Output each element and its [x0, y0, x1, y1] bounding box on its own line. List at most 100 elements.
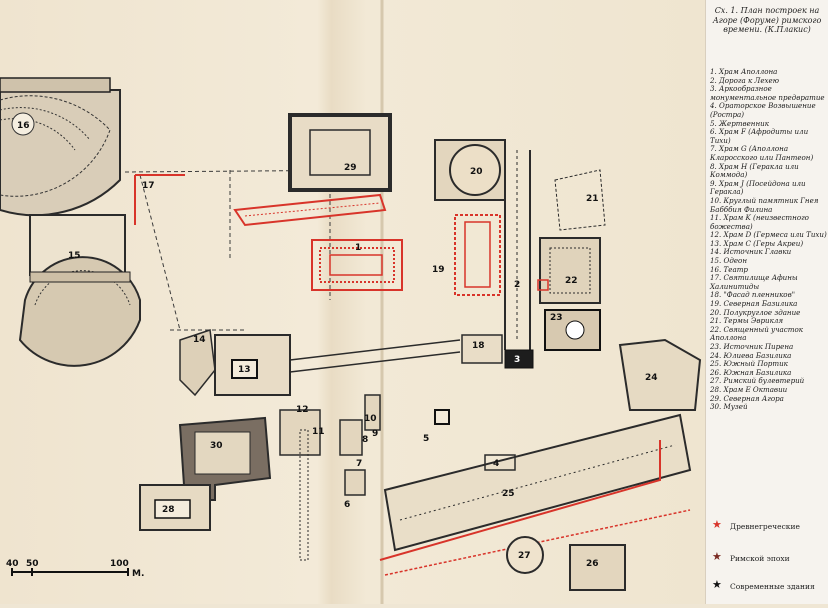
map-label-6: 6: [344, 500, 350, 510]
greek-star-icon: ★: [712, 518, 722, 531]
map-label-20: 20: [470, 167, 483, 177]
glauke-fountain-14[interactable]: [179, 328, 216, 397]
eurykles-baths-21[interactable]: [554, 169, 606, 231]
map-label-26: 26: [586, 559, 599, 569]
legend-item: 15. Одеон: [710, 256, 747, 266]
stoa-red[interactable]: [233, 193, 387, 227]
map-label-5: 5: [423, 434, 429, 444]
map-label-21: 21: [586, 194, 599, 204]
scale-bar: 40 50 100 М.: [6, 559, 144, 579]
legend-item: 5. Жертвенник: [710, 118, 769, 128]
apollo-precinct-22[interactable]: [537, 237, 601, 304]
map-label-18: 18: [472, 341, 485, 351]
north-basilica-19[interactable]: [454, 214, 501, 296]
key-greek-label: Древнегреческие: [730, 522, 800, 531]
map-label-14: 14: [193, 335, 206, 345]
legend-item: 30. Музей: [710, 402, 748, 412]
map-label-11: 11: [312, 427, 325, 437]
map-label-8: 8: [362, 435, 368, 445]
legend-item: 16. Театр: [710, 264, 748, 274]
scale-tick-40: 40: [6, 559, 19, 569]
legend-item: 6. Храм F (Афродиты или Тихи): [710, 127, 809, 145]
roads: [124, 169, 383, 331]
legend-item: 12. Храм D (Гермеса или Тихи): [710, 230, 827, 240]
captives-facade-18[interactable]: [461, 334, 503, 364]
bouleuterion-27[interactable]: [506, 536, 544, 574]
legend-item: 7. Храм G (Аполлона Кларосского или Пант…: [710, 144, 814, 162]
legend-item: 28. Храм E Октавии: [710, 384, 788, 394]
peirene-fountain-23[interactable]: [544, 309, 601, 351]
south-basilica-26[interactable]: [569, 544, 626, 591]
julian-basilica-24[interactable]: [618, 338, 702, 411]
legend-item: 13. Храм C (Геры Акреи): [710, 238, 804, 248]
map-label-10: 10: [364, 414, 377, 424]
key-modern-label: Современные здания: [730, 582, 815, 591]
temple-c-13[interactable]: [214, 334, 291, 396]
map-label-12: 12: [296, 405, 309, 415]
map-label-25: 25: [502, 489, 515, 499]
map-label-7: 7: [356, 459, 362, 469]
temple-e-28[interactable]: [139, 484, 211, 531]
legend-item: 4. Ораторское Возвышение (Ростра): [710, 101, 816, 119]
site-plan-map[interactable]: 40 50 100 М. 1 2 3 4 5 6 7 8 9 10 11 12 …: [0, 0, 705, 604]
odeon-15[interactable]: [18, 214, 141, 367]
legend-item: 20. Полукруглое здание: [710, 307, 801, 317]
temple-1[interactable]: [311, 239, 403, 291]
map-label-28: 28: [162, 505, 175, 515]
map-label-9: 9: [372, 429, 378, 439]
legend-item: 3. Аркообразное монументальное предврати…: [710, 84, 825, 102]
legend-item: 24. Юлиева Базилика: [710, 350, 792, 360]
legend-item: 17. Святилище Афины Халинитиды: [710, 273, 798, 291]
map-label-1: 1: [355, 243, 361, 253]
scale-tick-100: 100: [110, 559, 129, 569]
legend-title: Сх. 1. План построек на Агоре (Форуме) р…: [712, 6, 822, 34]
map-label-16: 16: [17, 121, 30, 131]
map-label-24: 24: [645, 373, 658, 383]
map-label-19: 19: [432, 265, 445, 275]
map-label-17: 17: [142, 181, 155, 191]
map-label-29: 29: [344, 163, 357, 173]
key-roman-label: Римской эпохи: [730, 554, 790, 563]
north-agora-29[interactable]: [288, 113, 392, 192]
legend-item: 18. "Фасад пленников": [710, 290, 795, 300]
legend-item: 14. Источник Главки: [710, 247, 792, 257]
theatre-16[interactable]: [0, 77, 121, 217]
bema-4[interactable]: [484, 454, 516, 471]
legend-panel: Сх. 1. План построек на Агоре (Форуме) р…: [705, 0, 828, 604]
legend-item: 26. Южная Базилика: [710, 367, 792, 377]
legend-item: 10. Круглый памятник Гнея Бабббия Филина: [710, 195, 819, 214]
map-label-27: 27: [518, 551, 531, 561]
map-label-30: 30: [210, 441, 223, 451]
scale-tick-50: 50: [26, 559, 39, 569]
legend-item: 22. Священный участок Аполлона: [710, 324, 803, 343]
legend-item: 1. Храм Аполлона: [710, 67, 778, 76]
map-label-4: 4: [493, 459, 499, 469]
modern-star-icon: ★: [712, 578, 722, 591]
legend-item: 19. Северная Базилика: [710, 299, 798, 309]
legend-item: 27. Римский булевтерий: [710, 376, 805, 386]
legend-item: 25. Южный Портик: [710, 359, 788, 369]
roman-star-icon: ★: [712, 550, 722, 563]
map-label-23: 23: [550, 313, 563, 323]
legend-item: 9. Храм J (Посейдона или Геракла): [710, 178, 806, 197]
map-label-22: 22: [565, 276, 578, 286]
map-label-2: 2: [514, 280, 520, 290]
sanctuary-17[interactable]: [134, 174, 185, 225]
west-terrace-temples[interactable]: [279, 394, 381, 561]
lechaion-road-2[interactable]: [504, 150, 531, 350]
scale-unit: М.: [132, 569, 144, 579]
legend-item: 8. Храм H (Геракла или Коммода): [710, 161, 799, 180]
museum-30[interactable]: [178, 416, 272, 501]
northwest-shops: [289, 339, 461, 373]
map-label-3: 3: [514, 355, 520, 365]
monumental-arch-3[interactable]: [504, 349, 534, 369]
map-label-13: 13: [238, 365, 251, 375]
legend-item: 21. Термы Эврикля: [710, 316, 784, 326]
legend-item: 2. Дорога к Лехею: [710, 75, 779, 85]
legend-item: 29. Северная Агора: [710, 393, 784, 403]
legend-item: 23. Источник Пирена: [710, 342, 794, 351]
semicircular-building-20[interactable]: [434, 139, 506, 201]
altar-5[interactable]: [434, 409, 450, 425]
map-labels: 1 2 3 4 5 6 7 8 9 10 11 12 13 14 15 16 1…: [17, 121, 658, 569]
